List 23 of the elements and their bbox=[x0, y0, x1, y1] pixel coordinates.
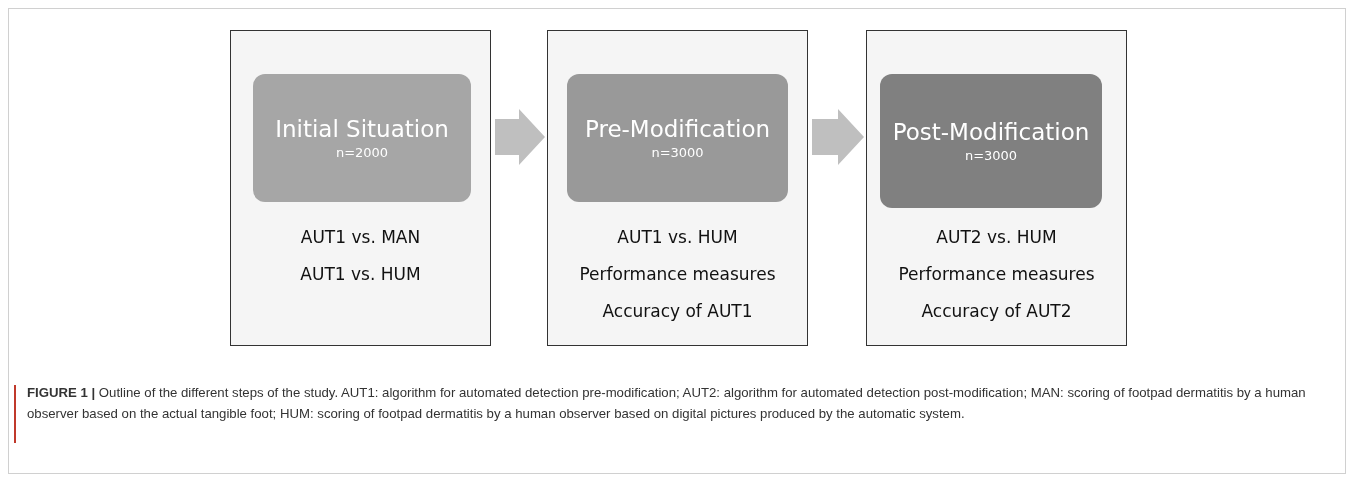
sample-size: n=2000 bbox=[335, 145, 389, 161]
step-box bbox=[567, 74, 788, 202]
comparison-text: Performance measures bbox=[897, 264, 1096, 284]
comparison-text: Performance measures bbox=[578, 264, 777, 284]
block-arrow bbox=[495, 109, 545, 165]
step-box bbox=[253, 74, 471, 202]
sample-size: n=3000 bbox=[651, 145, 704, 161]
comparison-text: AUT1 vs. HUM bbox=[616, 227, 739, 247]
comparison-text: AUT1 vs. MAN bbox=[299, 227, 422, 247]
step-title: Post-Modification bbox=[892, 118, 1090, 146]
step-title: Initial Situation bbox=[275, 115, 449, 143]
step-panel bbox=[547, 30, 808, 346]
comparison-text: Accuracy of AUT1 bbox=[601, 301, 754, 321]
block-arrow bbox=[812, 109, 864, 165]
step-title: Pre-Modification bbox=[584, 115, 771, 143]
comparison-text: AUT2 vs. HUM bbox=[935, 227, 1058, 247]
comparison-text: Accuracy of AUT2 bbox=[920, 301, 1073, 321]
step-box bbox=[880, 74, 1102, 208]
step-panel bbox=[230, 30, 491, 346]
comparison-text: AUT1 vs. HUM bbox=[299, 264, 422, 284]
figure-caption: FIGURE 1 | Outline of the different steps of the study. AUT1: algorithm for automated detection pre-modification; AUT2: algorithm for automated detection post-modification; MAN: scoring of footpad dermatitis by a human observer based on the actual tangible foot; HUM: scoring of footpad dermatitis by a human observer based on digital pictures produced by the automatic system. bbox=[27, 384, 1307, 423]
sample-size: n=3000 bbox=[964, 148, 1018, 164]
step-panel bbox=[866, 30, 1127, 346]
